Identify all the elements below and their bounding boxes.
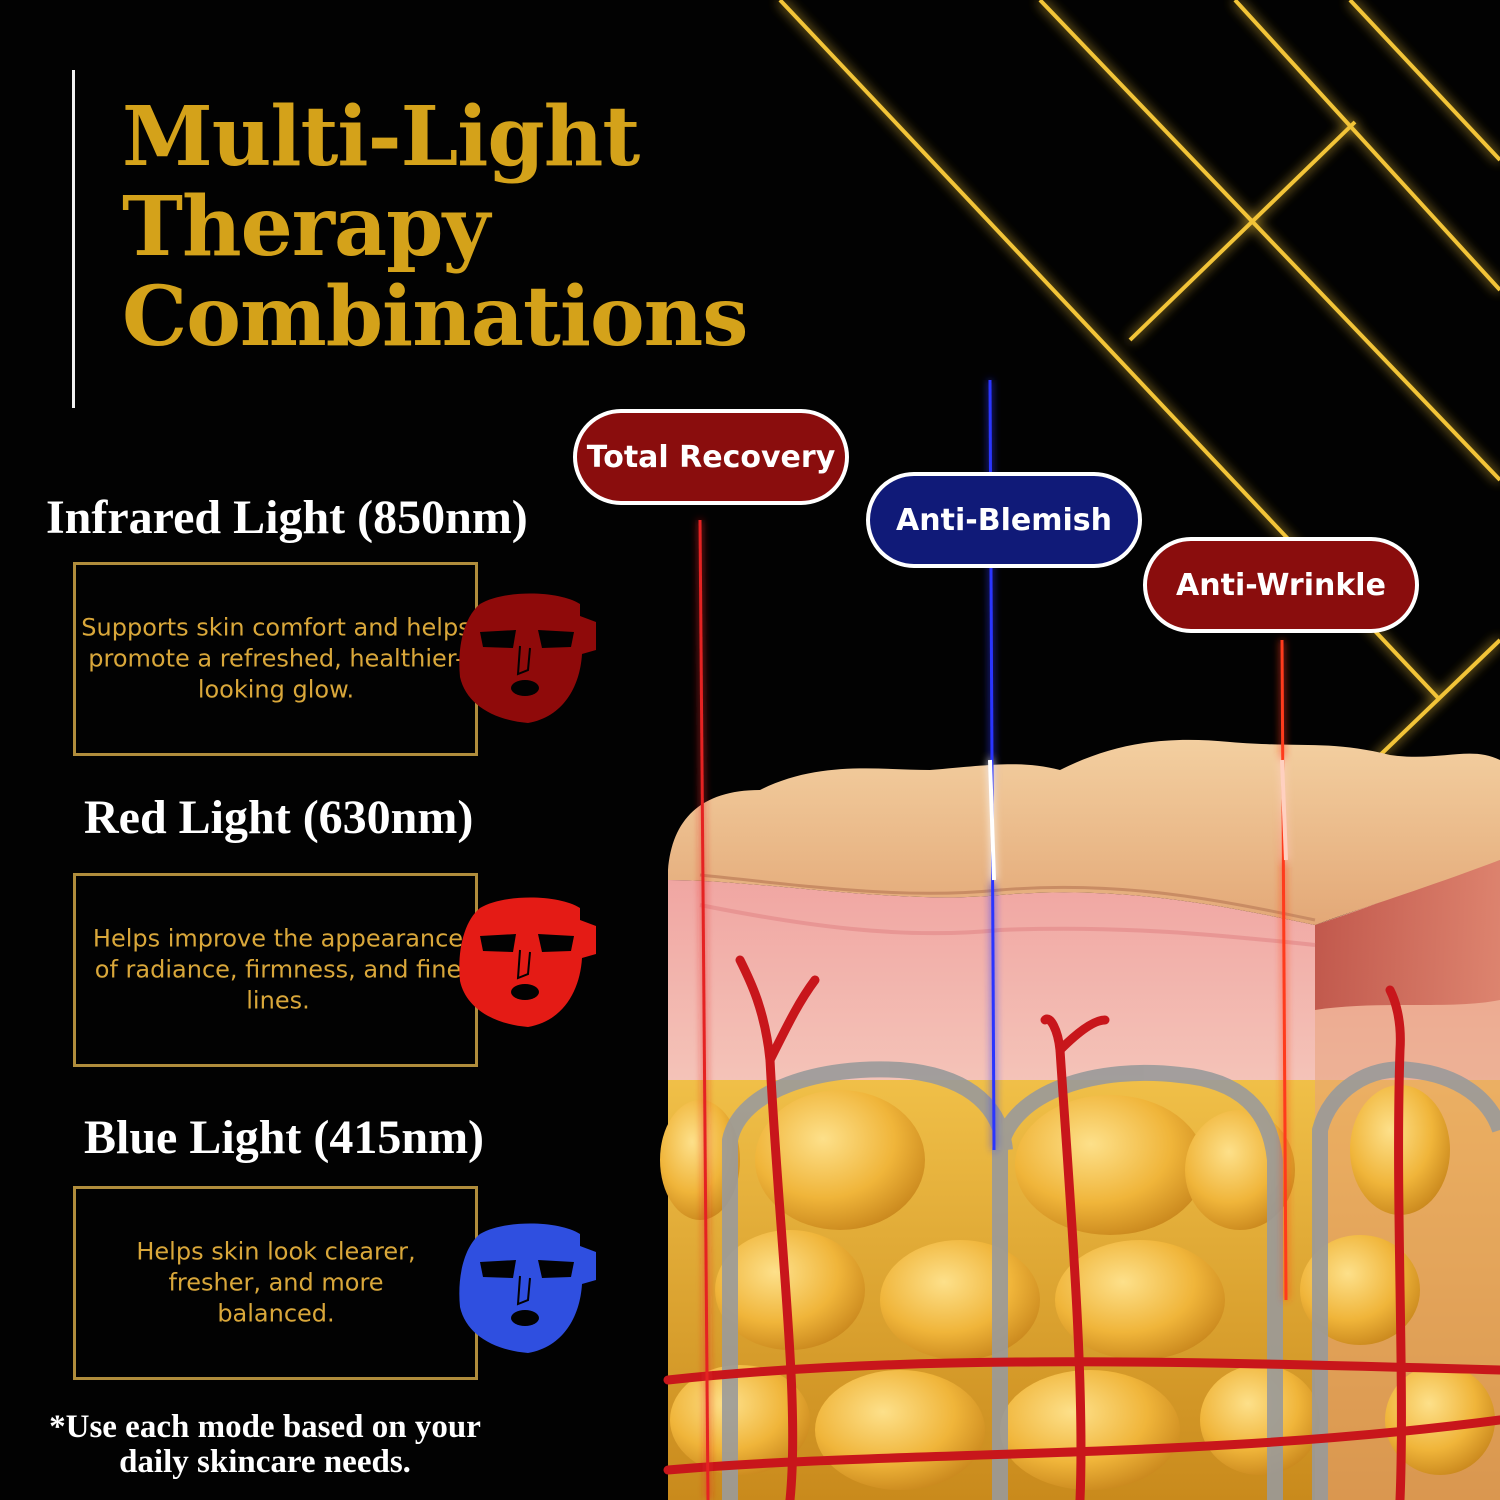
page-title: Multi-Light Therapy Combinations: [122, 89, 748, 365]
infrared-light-heading: Infrared Light (850nm): [46, 491, 528, 544]
skin-block: [660, 739, 1500, 1500]
anti-wrinkle-badge: Anti-Wrinkle: [1143, 537, 1419, 633]
infrared-light-description: Supports skin comfort and helps promote …: [81, 613, 471, 704]
red-mask-icon: [459, 897, 596, 1027]
light-beams: [698, 379, 1288, 1500]
blue-mask-icon: [459, 1223, 596, 1353]
anti-blemish-badge: Anti-Blemish: [866, 472, 1142, 568]
fat-cells: [660, 1085, 1495, 1490]
red-light-box: Helps improve the appearance of radiance…: [73, 873, 478, 1067]
blue-light-box: Helps skin look clearer, fresher, and mo…: [73, 1186, 478, 1380]
usage-footnote: *Use each mode based on your daily skinc…: [49, 1409, 481, 1480]
infrared-mask-icon: [459, 593, 596, 723]
red-light-heading: Red Light (630nm): [84, 791, 474, 844]
gold-light-streaks: [778, 0, 1500, 762]
blue-light-heading: Blue Light (415nm): [84, 1111, 485, 1164]
red-light-description: Helps improve the appearance of radiance…: [92, 924, 464, 1015]
blue-light-description: Helps skin look clearer, fresher, and mo…: [136, 1237, 416, 1328]
infrared-light-box: Supports skin comfort and helps promote …: [73, 562, 478, 756]
total-recovery-badge: Total Recovery: [573, 409, 849, 505]
title-divider-line: [72, 70, 75, 408]
